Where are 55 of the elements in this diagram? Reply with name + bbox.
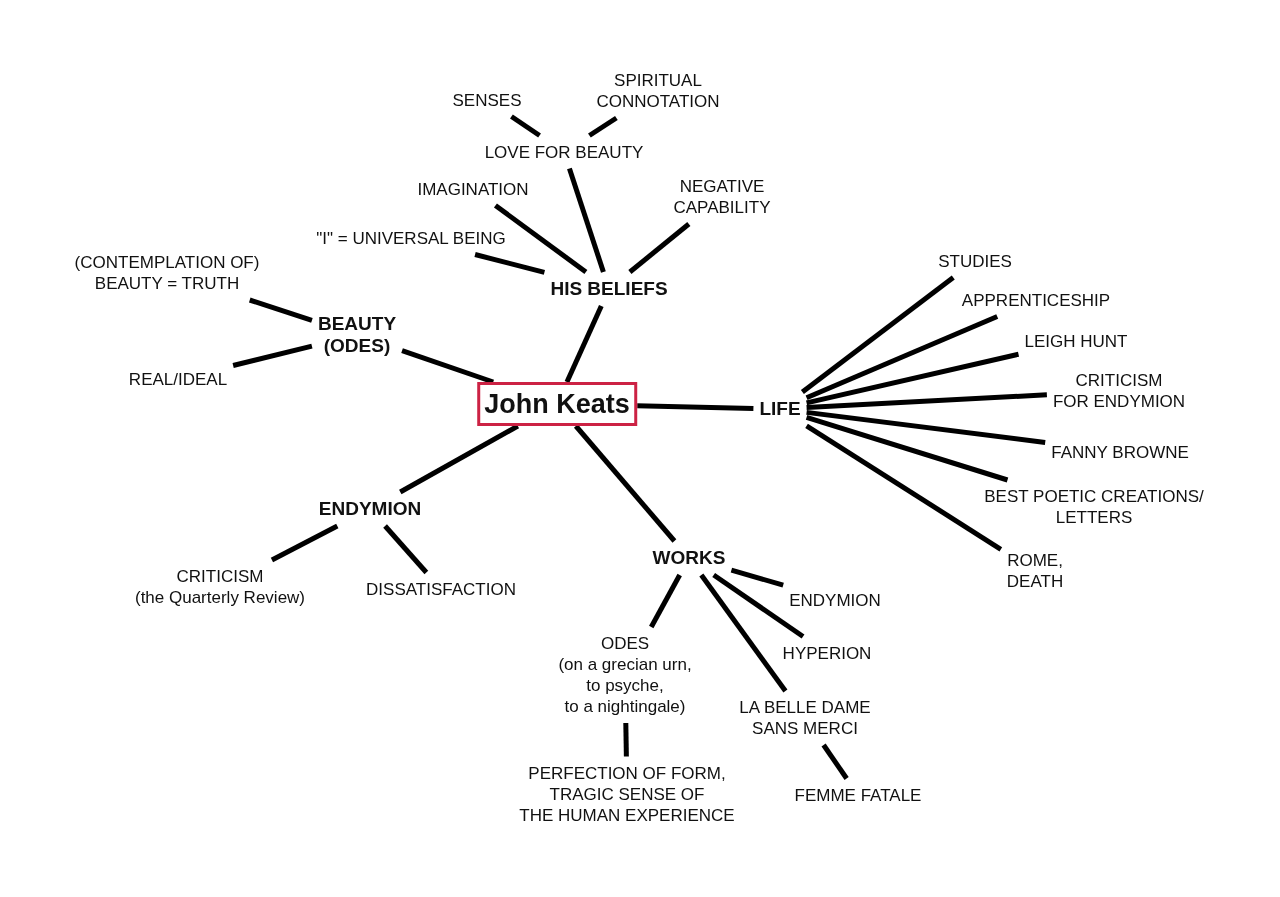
- subtopic-label: PERFECTION OF FORM, TRAGIC SENSE OF THE HUMAN EXPERIENCE: [519, 762, 735, 826]
- connector-line: [232, 343, 313, 368]
- subtopic-label: CRITICISM FOR ENDYMION: [1052, 370, 1186, 412]
- connector-line: [510, 114, 541, 138]
- subtopic-label: LOVE FOR BEAUTY: [484, 141, 644, 163]
- branch-topic-label: HIS BELIEFS: [550, 278, 668, 300]
- connector-line: [567, 167, 606, 273]
- branch-topic-label: LIFE: [759, 398, 801, 420]
- subtopic-label: FEMME FATALE: [794, 784, 922, 806]
- subtopic-label: FANNY BROWNE: [1051, 441, 1189, 463]
- subtopic-label: DISSATISFACTION: [366, 578, 516, 600]
- connector-line: [805, 423, 1003, 552]
- connector-line: [573, 424, 677, 543]
- connector-line: [628, 222, 691, 274]
- subtopic-label: SENSES: [452, 89, 522, 111]
- subtopic-label: "I" = UNIVERSAL BEING: [316, 227, 506, 249]
- subtopic-label: SPIRITUAL CONNOTATION: [596, 70, 720, 112]
- connector-line: [805, 414, 1009, 483]
- subtopic-label: LEIGH HUNT: [1024, 330, 1128, 352]
- branch-topic-label: BEAUTY (ODES): [317, 313, 397, 357]
- connector-line: [712, 572, 805, 639]
- subtopic-label: ROME, DEATH: [1006, 550, 1064, 592]
- connector-line: [564, 304, 604, 384]
- connector-line: [821, 743, 849, 780]
- connector-line: [588, 115, 618, 138]
- connector-line: [248, 297, 313, 323]
- connector-line: [636, 403, 754, 411]
- connector-line: [474, 252, 546, 275]
- central-topic-box: John Keats: [477, 382, 637, 426]
- branch-topic-label: WORKS: [652, 547, 726, 569]
- connector-line: [806, 409, 1046, 446]
- subtopic-label: ENDYMION: [789, 589, 881, 611]
- connector-line: [649, 573, 682, 629]
- connector-line: [270, 523, 339, 563]
- connector-line: [493, 203, 588, 274]
- connector-line: [730, 567, 784, 588]
- subtopic-label: HYPERION: [782, 642, 872, 664]
- branch-topic-label: ENDYMION: [318, 498, 422, 520]
- subtopic-label: APPRENTICESHIP: [961, 289, 1111, 311]
- connector-line: [806, 351, 1020, 406]
- connector-line: [699, 573, 788, 693]
- subtopic-label: BEST POETIC CREATIONS/ LETTERS: [984, 486, 1204, 528]
- subtopic-label: (CONTEMPLATION OF) BEAUTY = TRUTH: [74, 252, 260, 294]
- connector-line: [623, 722, 629, 757]
- subtopic-label: CRITICISM (the Quarterly Review): [134, 566, 306, 608]
- subtopic-label: IMAGINATION: [417, 178, 529, 200]
- connector-line: [806, 392, 1047, 411]
- subtopic-label: REAL/IDEAL: [128, 368, 228, 390]
- connector-line: [383, 524, 429, 575]
- subtopic-label: LA BELLE DAME SANS MERCI: [739, 697, 871, 739]
- connector-line: [805, 314, 999, 400]
- subtopic-label: ODES (on a grecian urn, to psyche, to a nightingale): [558, 633, 692, 717]
- subtopic-label: STUDIES: [938, 250, 1012, 272]
- subtopic-label: NEGATIVE CAPABILITY: [673, 176, 771, 218]
- connector-line: [800, 275, 955, 394]
